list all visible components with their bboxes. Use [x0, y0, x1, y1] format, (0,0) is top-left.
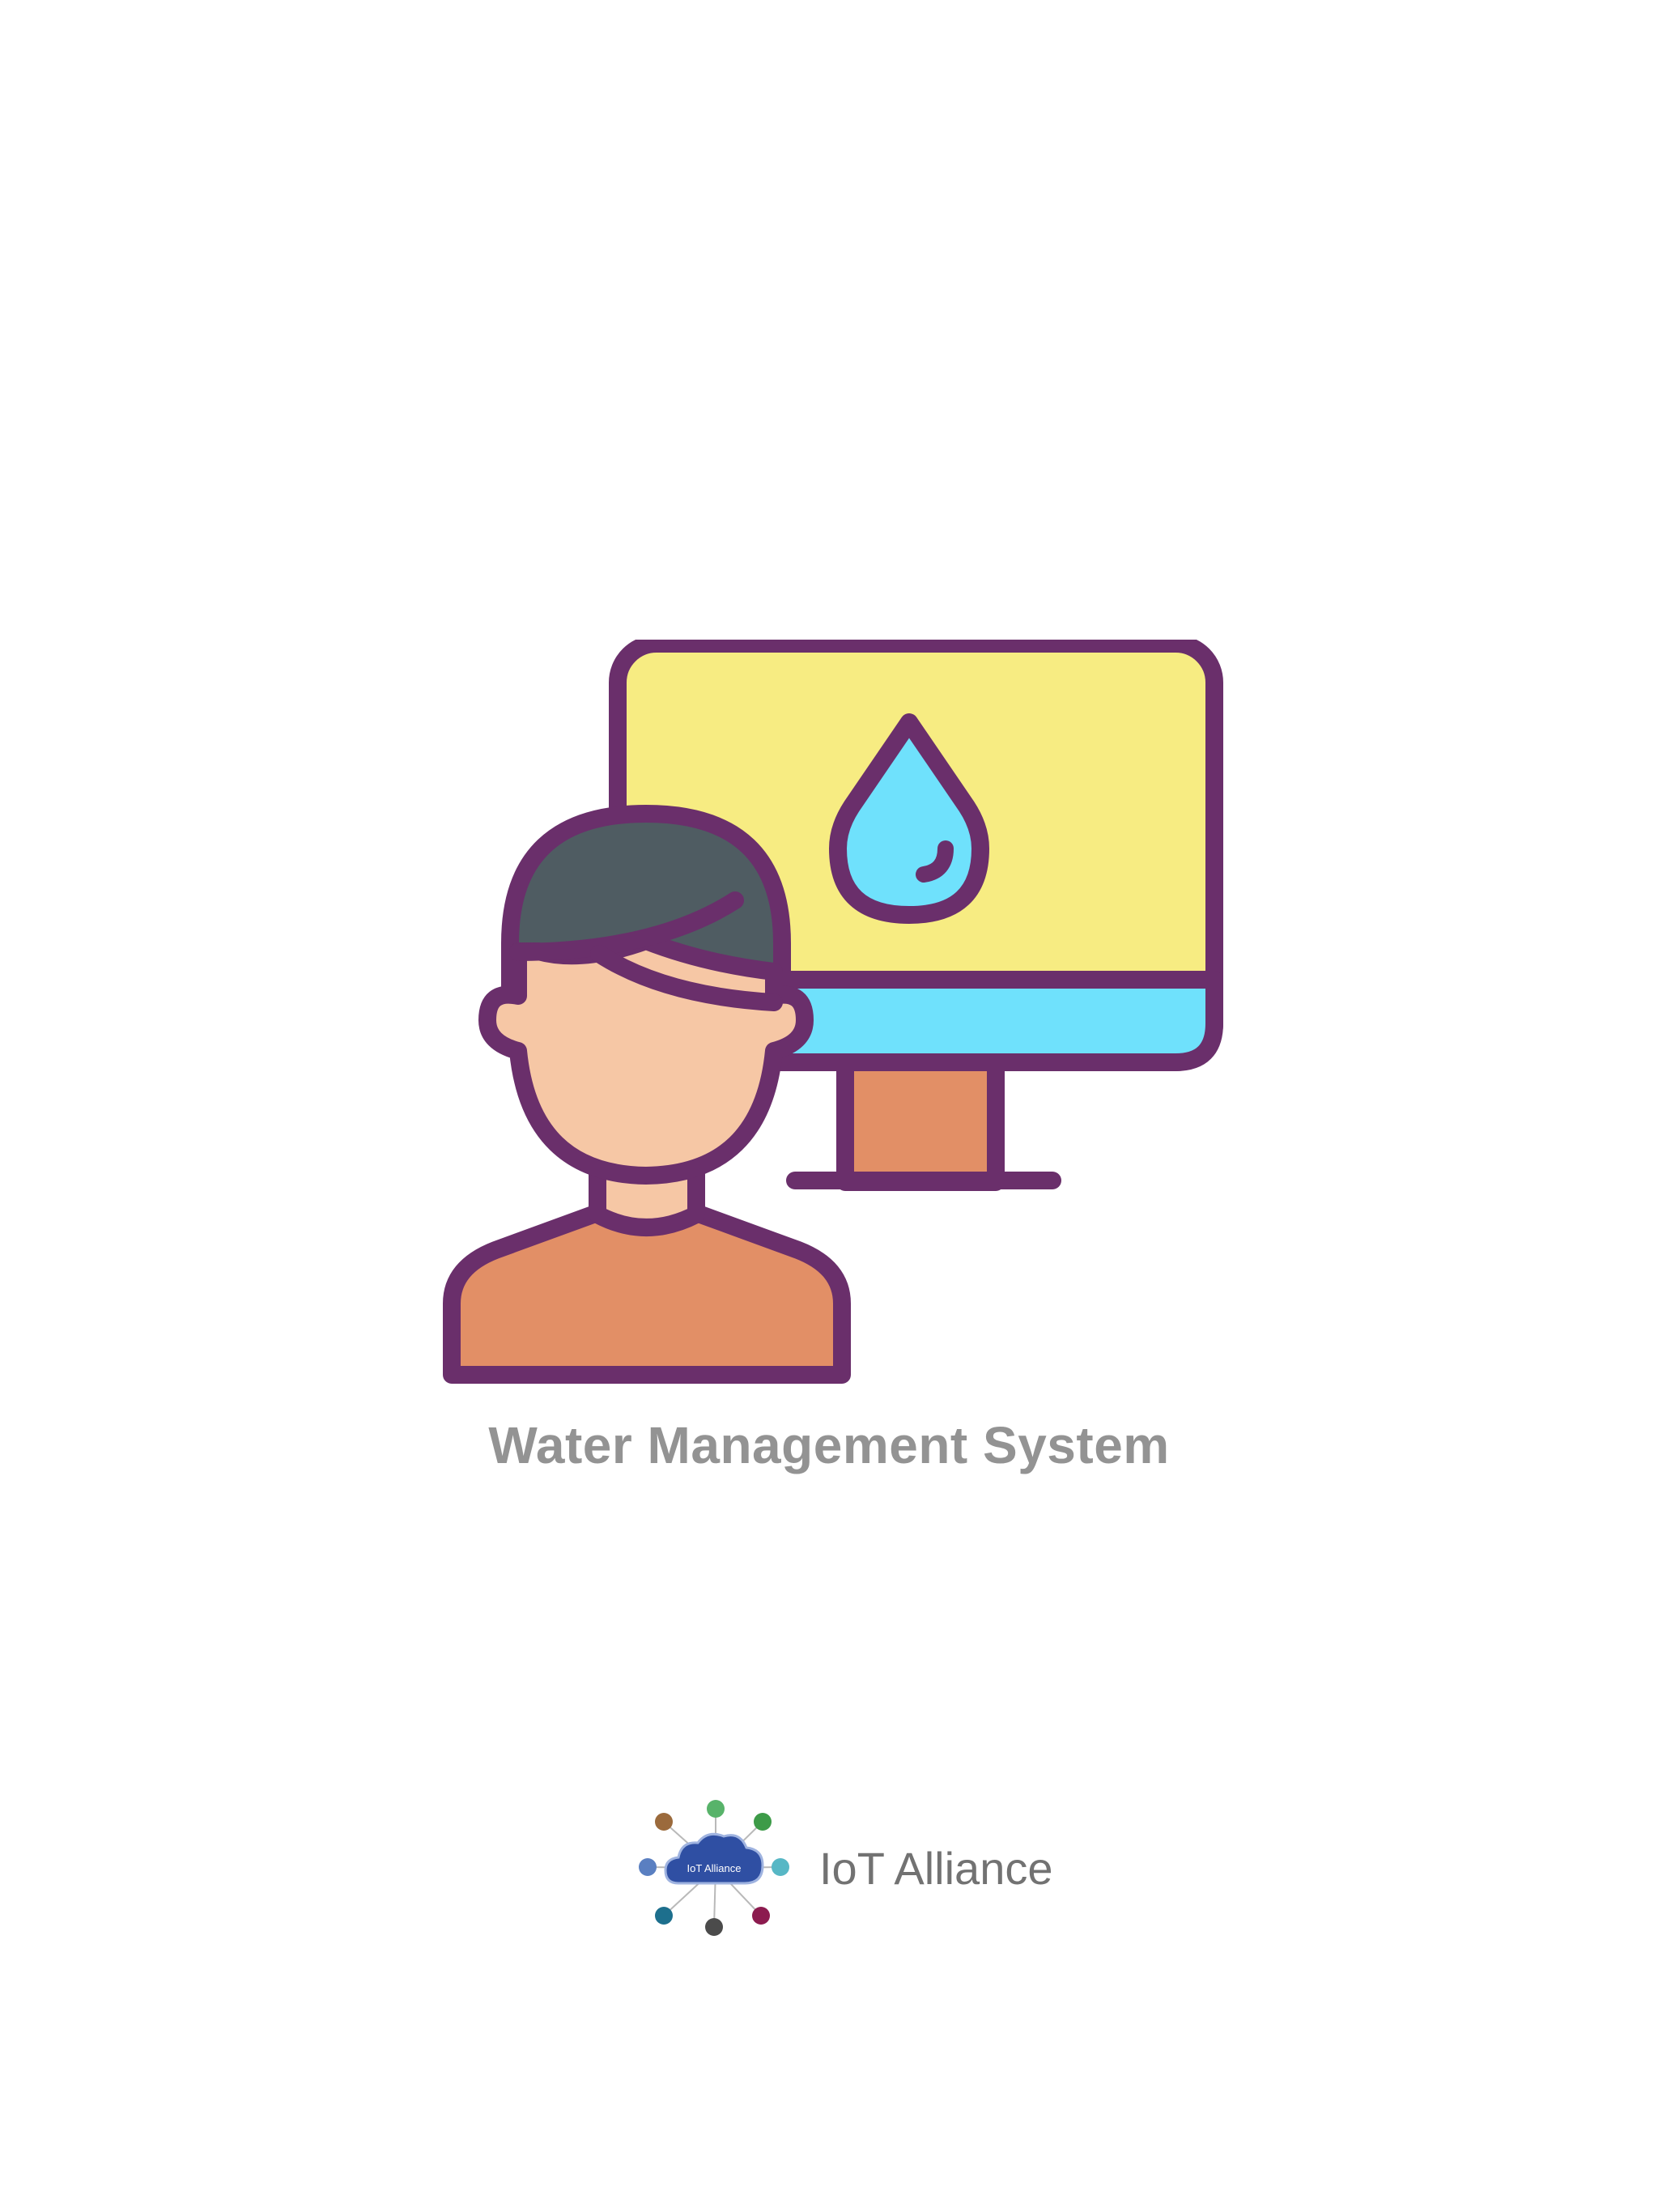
svg-text:IoT Alliance: IoT Alliance: [687, 1862, 742, 1874]
brand-footer: IoT Alliance IoT Alliance: [636, 1799, 1052, 1937]
water-drop-shine: [916, 840, 954, 883]
app-title: Water Management System: [488, 1416, 1170, 1474]
brand-name: IoT Alliance: [819, 1842, 1053, 1894]
person-hair-fringe: [509, 891, 744, 961]
person-hair-sweep: [590, 945, 783, 1011]
iot-cloud-network-logo-icon: IoT Alliance: [636, 1799, 795, 1937]
person-monitor-water-icon: [443, 640, 1223, 1384]
monitor-stand: [836, 1052, 1005, 1191]
person-shirt: [443, 1204, 851, 1384]
splash-illustration: [437, 640, 1231, 1385]
